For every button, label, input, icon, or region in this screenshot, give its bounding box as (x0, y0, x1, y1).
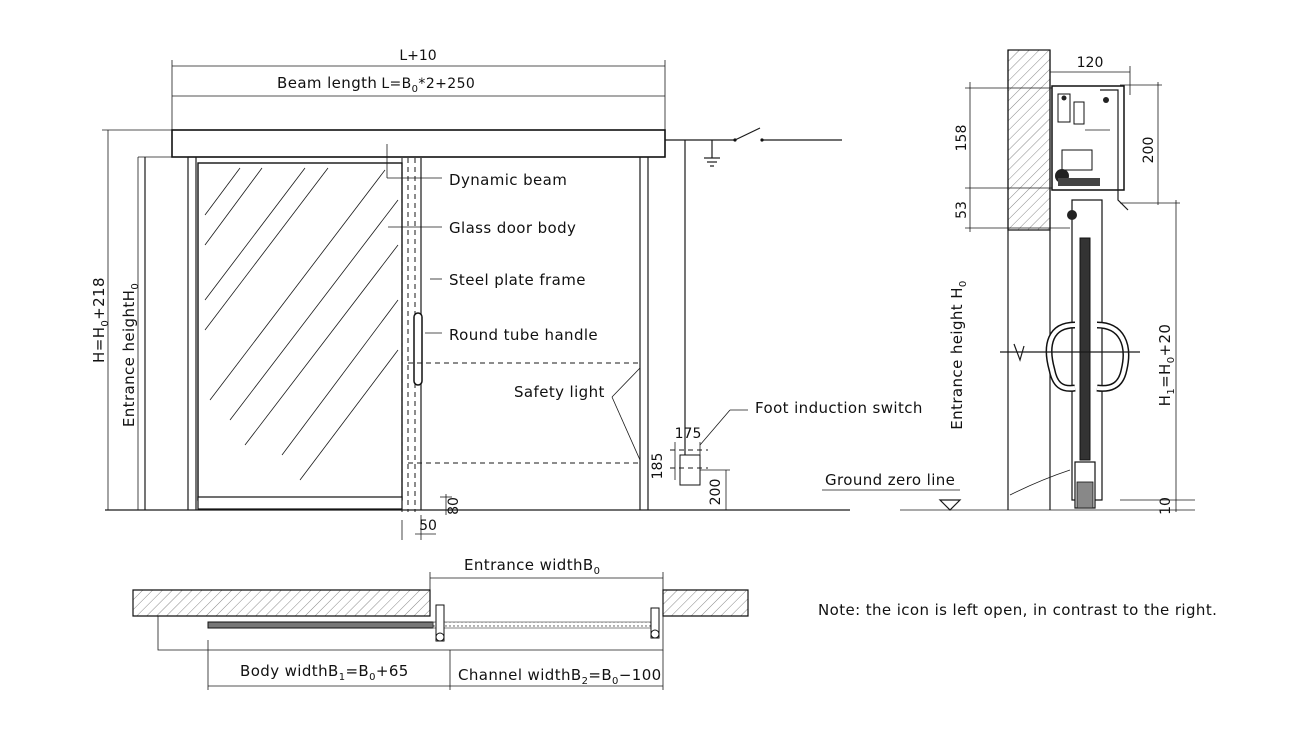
note-text: Note: the icon is left open, in contrast… (818, 601, 1217, 619)
callout-safety-light: Safety light (514, 383, 605, 401)
dim-175: 175 (675, 426, 702, 442)
header-mechanism (1051, 85, 1129, 211)
foot-induction-switch: 175 185 200 Foot induction switch (650, 399, 923, 510)
top-dimension: L+10 (171, 48, 666, 130)
section-entrance-height: Entrance height H0 (948, 280, 969, 429)
callout-glass-door-body: Glass door body (449, 219, 576, 237)
entrance-width-label: Entrance widthB0 (464, 556, 600, 577)
section-dim-10: 10 (1158, 497, 1174, 515)
section-dim-200: 200 (1141, 137, 1157, 164)
callout-steel-plate-frame: Steel plate frame (449, 271, 586, 289)
dim-80: 80 (446, 497, 462, 515)
entrance-height-label: Entrance heightH0 (120, 283, 141, 427)
section-dim-120: 120 (1077, 55, 1104, 71)
glass-hatching (204, 167, 399, 481)
plan-channel-track (432, 621, 654, 629)
plan-view: Entrance widthB0 Body widthB1=B0+65 Chan… (132, 556, 749, 690)
dim-50: 50 (419, 518, 437, 534)
wiring (665, 127, 842, 465)
plan-door-leaf (207, 621, 434, 629)
section-dim-158: 158 (954, 125, 970, 152)
plan-wall-left (132, 589, 431, 617)
callout-foot-induction-switch: Foot induction switch (755, 399, 923, 417)
dim-185: 185 (650, 453, 666, 480)
round-tube-handle (413, 312, 423, 386)
beam (171, 129, 666, 158)
channel-width-label: Channel widthB2=B0−100 (458, 666, 662, 687)
glass-section (1079, 237, 1091, 461)
callout-dynamic-beam: Dynamic beam (449, 171, 567, 189)
ground-zero-line-label: Ground zero line (825, 471, 955, 489)
section-dim-53: 53 (954, 201, 970, 219)
wall-hatch (1007, 49, 1051, 231)
top-dim-label: L+10 (399, 48, 436, 64)
body-width-label: Body widthB1=B0+65 (240, 662, 409, 683)
glass-door-panel (197, 162, 403, 501)
side-section: 120 158 53 Entrance height H0 200 H1=H0+… (822, 49, 1195, 515)
callout-round-tube-handle: Round tube handle (449, 326, 598, 344)
section-h1-label: H1=H0+20 (1156, 324, 1177, 407)
plan-wall-right (662, 589, 749, 617)
total-height-label: H=H0+218 (90, 277, 111, 363)
dim-200-foot: 200 (708, 479, 724, 506)
